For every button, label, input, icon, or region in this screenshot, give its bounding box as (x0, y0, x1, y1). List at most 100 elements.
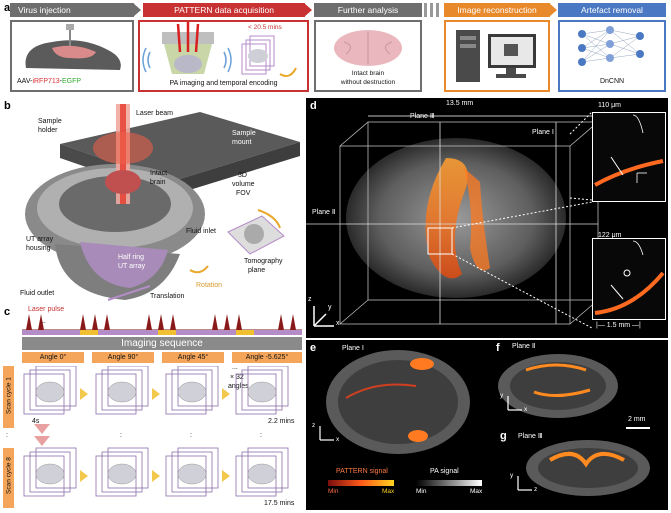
volume-fov-label-3: FOV (236, 190, 251, 197)
step-title: Artefact removal (581, 5, 643, 15)
fwhm-1-label: 110 μm (598, 102, 621, 109)
half-ring-label-2: UT array (118, 263, 146, 270)
ut-housing-label-1: UT array (26, 236, 54, 243)
artefact-removal-box: DnCNN (558, 20, 666, 92)
step-artefact-removal-header: Artefact removal (558, 3, 666, 17)
axis-y-label: y (328, 304, 332, 311)
plane-f-label: Plane Ⅱ (512, 343, 536, 350)
mouse-head-illustration (25, 24, 121, 70)
panel-g-label: g (500, 430, 507, 442)
arrow-icon (133, 3, 141, 17)
translation-label: Translation (150, 293, 185, 300)
panel-c-label: c (4, 306, 11, 318)
legend-pa-max: Max (470, 488, 483, 495)
plane-e-label: Plane Ⅰ (342, 345, 364, 352)
axis-g-b: z (534, 486, 538, 493)
virus-red-text: iRFP713 (32, 78, 60, 85)
step-further-analysis-header: Further analysis (314, 3, 422, 17)
panel-d-label: d (310, 100, 317, 112)
scan-cycle-1-label: Scan cycle 1 (5, 377, 13, 414)
axis-e-a: z (312, 422, 316, 429)
neural-network-icon (578, 26, 644, 66)
vdots-1: : (6, 432, 8, 439)
pulse-dots: ... (40, 318, 46, 325)
panel-f-label: f (496, 342, 500, 354)
sample-mount-label-1: Sample (232, 130, 256, 137)
laser-pulse-label: Laser pulse (28, 306, 65, 313)
sample-mount-label-2: mount (232, 139, 252, 146)
axis-f-a: y (500, 392, 504, 399)
angle-last-tab: Angle -5.625° (232, 352, 302, 363)
scan-grid-illustration (23, 366, 289, 497)
image-reconstruction-box (444, 20, 550, 92)
x32-label: × 32 (230, 374, 244, 381)
fwhm-2-label: 122 μm (598, 232, 622, 239)
pattern-acquisition-box: < 20.5 mins PA imaging and temporal enco… (138, 20, 309, 92)
apparatus-illustration (25, 104, 300, 301)
scale-bar-inset: |— 1.5 mm —| (596, 322, 641, 329)
legend-pattern-max: Max (382, 488, 395, 495)
step-image-reconstruction-header: Image reconstruction (444, 3, 550, 17)
angles-word: angles (228, 383, 249, 390)
volume-render (306, 111, 599, 329)
vdots-3: : (190, 432, 192, 439)
angle-45-tab: Angle 45° (162, 352, 224, 363)
panel-d-image: |— 1.5 mm —| 13.5 mm Plane Ⅲ Plane Ⅰ Pla… (306, 98, 668, 338)
rotation-label: Rotation (196, 282, 223, 289)
separator-bar (436, 3, 439, 17)
intact-brain-label-1: Intact (150, 170, 168, 177)
separator-bar (430, 3, 433, 17)
legend-pa: PA signal (430, 468, 459, 475)
scan-cycle-8-label: Scan cycle 8 (5, 457, 13, 494)
step-title: Further analysis (337, 5, 399, 15)
computer-icon (456, 30, 536, 82)
scale-2mm: 2 mm (628, 416, 646, 423)
inset-1 (592, 112, 666, 202)
step-title: Virus injection (18, 5, 71, 15)
virus-label: AAV-iRFP713-EGFP (17, 78, 81, 85)
tomography-label-1: Tomography (244, 258, 283, 265)
slice-renders (319, 350, 650, 496)
legend-pattern: PATTERN signal (336, 468, 388, 475)
step-virus-injection-header: Virus injection (10, 3, 134, 17)
plane-2-label: Plane Ⅱ (312, 209, 336, 216)
inset-2 (592, 238, 666, 320)
axis-f-b: x (524, 406, 528, 413)
volume-fov-label-1: 3D (238, 172, 247, 179)
time-note: < 20.5 mins (248, 24, 282, 31)
time-4s: 4s (32, 418, 40, 425)
legend-pattern-min: Min (328, 488, 339, 495)
volume-fov-label-2: volume (232, 181, 255, 188)
step-title: Image reconstruction (457, 5, 537, 15)
width-label: 13.5 mm (446, 100, 474, 107)
axis-x-label: x (336, 320, 340, 327)
virus-injection-box: AAV-iRFP713-EGFP (10, 20, 134, 92)
inset-1-plot (594, 114, 664, 187)
panel-efg-image: Plane Ⅰ z x Plane Ⅱ y x 2 mm Plane Ⅲ y z… (306, 340, 668, 510)
acquisition-illustration (142, 22, 297, 77)
sample-holder-label-1: Sample (38, 118, 62, 125)
panel-b-label: b (4, 100, 11, 112)
plane-3-label: Plane Ⅲ (410, 113, 435, 120)
time-17-5-mins: 17.5 mins (264, 500, 295, 507)
ut-housing-label-2: housing (26, 245, 51, 252)
step-pattern-header: PATTERN data acquisition (143, 3, 305, 17)
angles-ellipsis: ... (232, 364, 238, 371)
imaging-sequence-bar: Imaging sequence (22, 337, 302, 350)
time-2-2-mins: 2.2 mins (268, 418, 295, 425)
angle-90-tab: Angle 90° (92, 352, 154, 363)
sample-holder-label-2: holder (38, 127, 58, 134)
brain-icon (334, 30, 402, 66)
virus-green-text: EGFP (62, 78, 82, 85)
axis-g-a: y (510, 472, 514, 479)
scale-value: 1.5 mm (606, 322, 631, 329)
separator-bar (424, 3, 427, 17)
axis-z-label: z (308, 296, 312, 303)
inset-2-plot (594, 240, 665, 315)
scan-cycle-8-tab: Scan cycle 8 (3, 448, 14, 508)
arrow-icon (304, 3, 312, 17)
plane-1-label: Plane Ⅰ (532, 129, 554, 136)
virus-prefix: AAV- (17, 78, 33, 85)
analysis-caption-1: Intact brain (351, 70, 385, 77)
acquisition-caption: PA imaging and temporal encoding (169, 80, 278, 87)
